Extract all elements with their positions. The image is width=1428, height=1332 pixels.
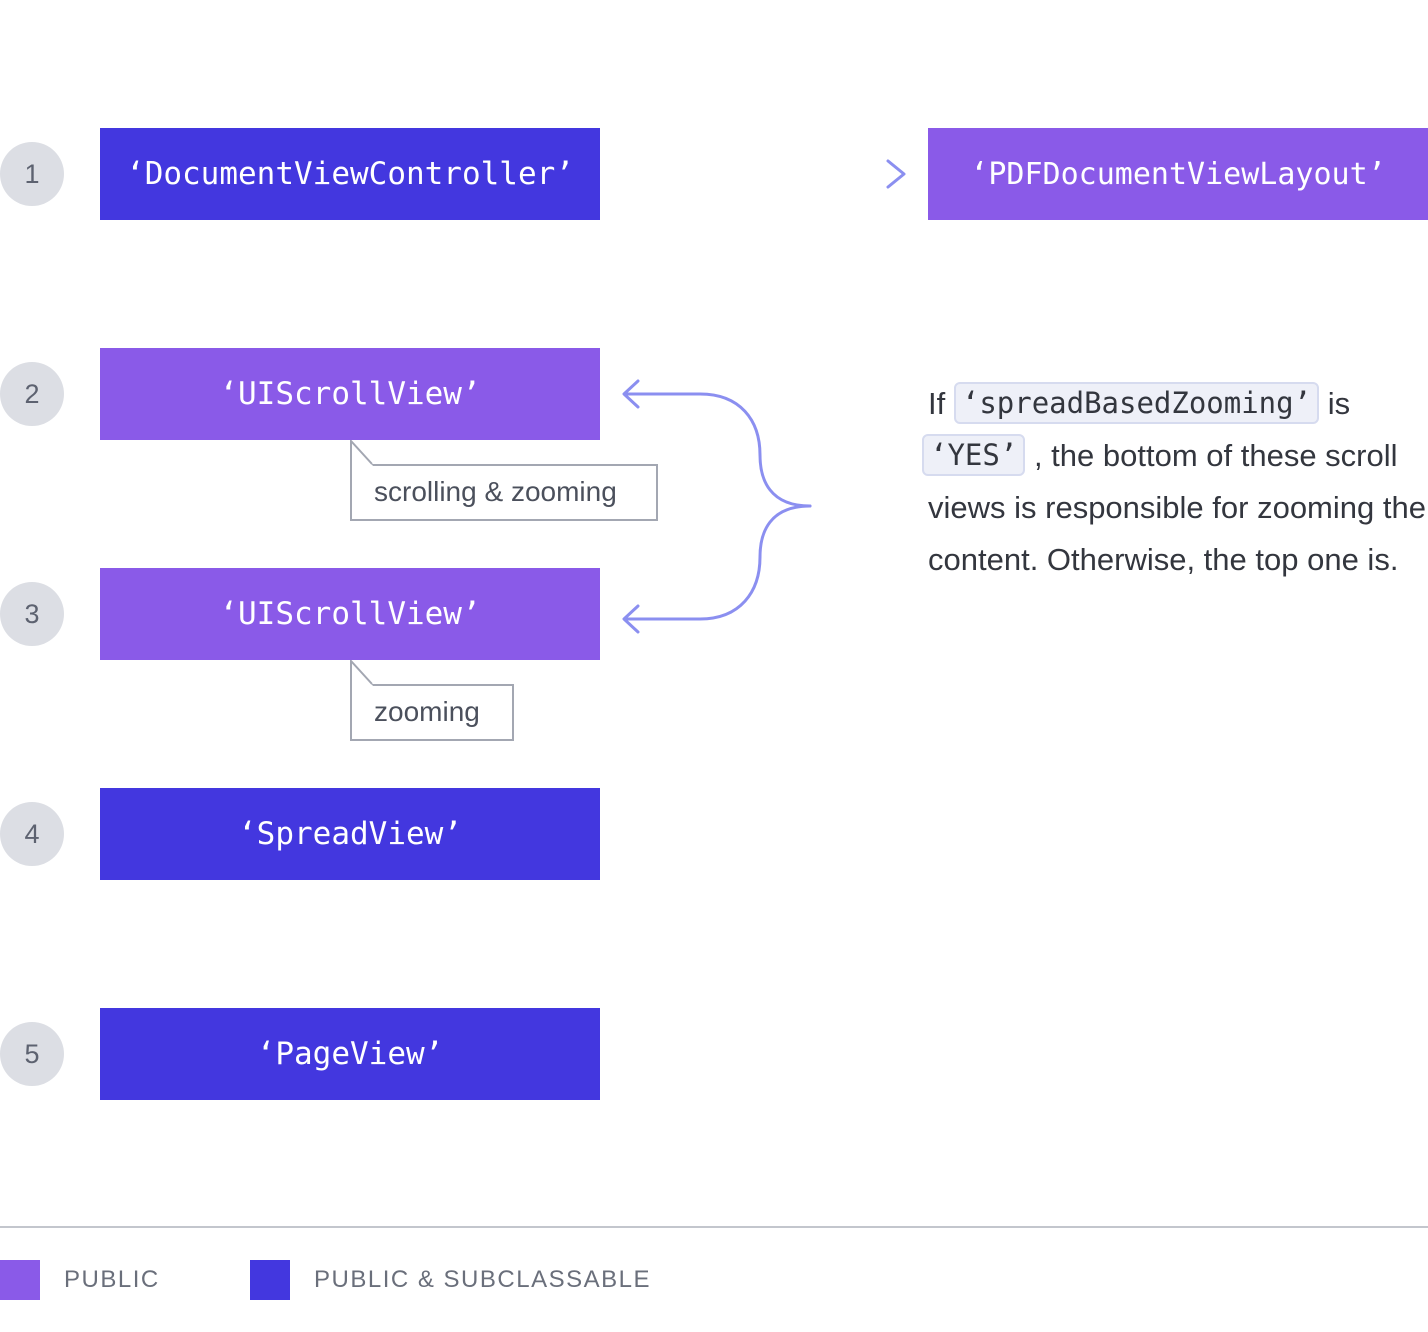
step-number-5: 5	[0, 1022, 64, 1086]
step-number-1: 1	[0, 142, 64, 206]
yes-code: ‘YES’	[922, 434, 1026, 476]
outer-scroll-view-box: ‘UIScrollView’	[100, 348, 600, 440]
public-subclassable-legend-swatch	[250, 1260, 290, 1300]
zooming-callout: zooming	[350, 684, 514, 741]
note-suffix: , the bottom of these scroll views is re…	[928, 438, 1426, 577]
callout-tab-2	[350, 440, 373, 466]
public-legend-swatch	[0, 1260, 40, 1300]
step-number-4: 4	[0, 802, 64, 866]
public-subclassable-legend-label: PUBLIC & SUBCLASSABLE	[314, 1266, 651, 1293]
scrollview-2-arrowhead	[622, 379, 640, 409]
note-connector-lower	[624, 504, 812, 621]
legend-divider	[0, 1226, 1428, 1228]
spread-view-box: ‘SpreadView’	[100, 788, 600, 880]
controller-to-layout-arrowhead	[886, 159, 906, 189]
zooming-note: If ‘spreadBasedZooming’ is ‘YES’ , the b…	[922, 378, 1428, 586]
public-legend-label: PUBLIC	[64, 1266, 160, 1293]
note-prefix: If	[928, 386, 946, 421]
scrollview-3-arrowhead	[622, 604, 640, 634]
inner-scroll-view-box: ‘UIScrollView’	[100, 568, 600, 660]
spread-based-zooming-code: ‘spreadBasedZooming’	[953, 382, 1320, 424]
note-mid: is	[1327, 386, 1351, 421]
page-view-box: ‘PageView’	[100, 1008, 600, 1100]
step-number-2: 2	[0, 362, 64, 426]
step-number-3: 3	[0, 582, 64, 646]
pdf-document-view-layout-box: ‘PDFDocumentViewLayout’	[928, 128, 1428, 220]
callout-tab-3	[350, 660, 373, 686]
document-view-controller-box: ‘DocumentViewController’	[100, 128, 600, 220]
scrolling-zooming-callout: scrolling & zooming	[350, 464, 658, 521]
